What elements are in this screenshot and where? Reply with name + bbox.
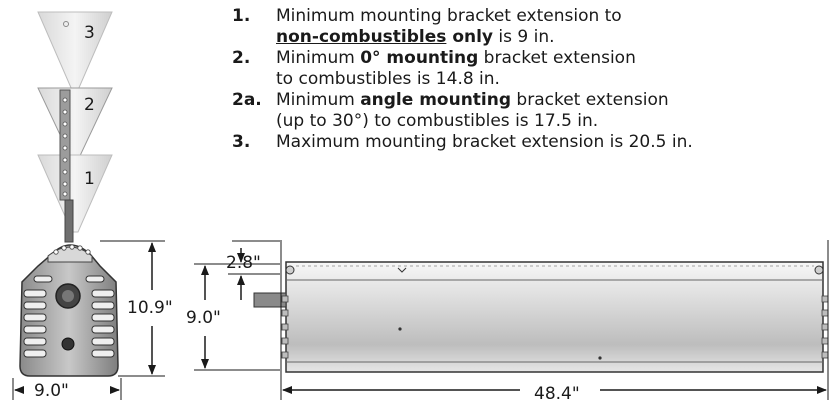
bracket-offset-label: 2.8": [226, 253, 261, 273]
heater-side-view: [19, 244, 119, 377]
note-1-emphasis: only: [446, 27, 494, 47]
side-width-dimension: 9.0": [12, 378, 122, 401]
note-3-line-1: Maximum mounting bracket extension is 20…: [276, 132, 693, 152]
note-2-prefix: Minimum: [276, 48, 361, 68]
note-2: 2. Minimum 0° mounting bracket extension…: [232, 48, 822, 90]
note-2a-prefix: Minimum: [276, 90, 361, 110]
note-2-number: 2.: [232, 48, 251, 68]
front-length-dimension: 48.4": [280, 240, 829, 404]
note-2a-number: 2a.: [232, 90, 262, 110]
bracket-label-2: 2: [84, 95, 95, 115]
cone-position-2: [37, 87, 113, 161]
note-1-number: 1.: [232, 6, 251, 26]
bracket-label-1: 1: [84, 169, 95, 189]
heater-front-view: [253, 261, 829, 373]
note-1-suffix: is 9 in.: [493, 27, 555, 47]
note-2a-emphasis: angle mounting: [360, 90, 512, 110]
bracket-offset-dimension: 2.8": [226, 240, 280, 300]
note-2-suffix: bracket extension: [478, 48, 636, 68]
cone-position-1: [37, 154, 113, 233]
bracket-label-3: 3: [84, 23, 95, 43]
front-length-label: 48.4": [534, 384, 580, 404]
note-3-number: 3.: [232, 132, 251, 152]
note-2-emphasis: 0° mounting: [360, 48, 479, 68]
side-height-label: 10.9": [127, 298, 173, 318]
note-1-emphasis-underlined: non-combustibles: [276, 27, 447, 47]
note-1: 1. Minimum mounting bracket extension to…: [232, 6, 822, 48]
side-height-dimension: 10.9": [100, 240, 173, 377]
note-2-line-2: to combustibles is 14.8 in.: [276, 69, 500, 89]
note-2a-line-2: (up to 30°) to combustibles is 17.5 in.: [276, 111, 599, 131]
mounting-bracket-arm: [59, 89, 74, 243]
side-width-label: 9.0": [34, 381, 69, 401]
note-2a: 2a. Minimum angle mounting bracket exten…: [232, 90, 822, 132]
note-1-line-2: non-combustibles only is 9 in.: [276, 27, 822, 48]
bracket-position-cones: 3 2 1: [37, 11, 113, 233]
note-1-line-1: Minimum mounting bracket extension to: [276, 6, 622, 26]
front-height-dimension: 9.0": [186, 263, 280, 371]
front-height-label: 9.0": [186, 308, 221, 328]
note-2a-suffix: bracket extension: [511, 90, 669, 110]
drain-fitting: [61, 337, 75, 351]
cone-position-3: [37, 11, 113, 91]
note-2-line-1: Minimum 0° mounting bracket extension: [276, 48, 822, 69]
note-2a-line-1: Minimum angle mounting bracket extension: [276, 90, 822, 111]
note-3: 3. Maximum mounting bracket extension is…: [232, 132, 822, 153]
mounting-notes: 1. Minimum mounting bracket extension to…: [232, 6, 822, 153]
